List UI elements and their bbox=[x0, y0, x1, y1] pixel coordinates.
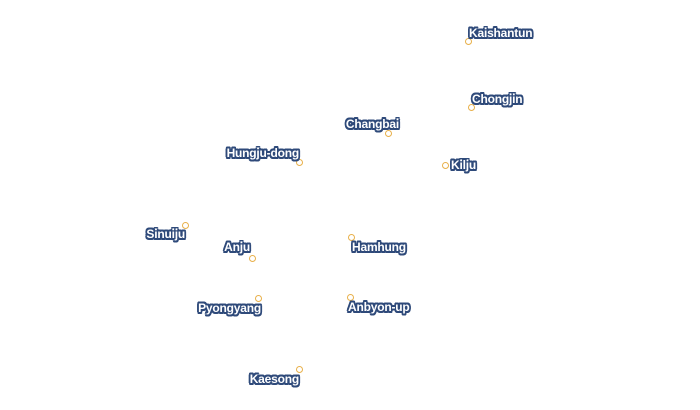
city-marker-icon[interactable] bbox=[346, 293, 354, 301]
city-marker-icon[interactable] bbox=[464, 37, 472, 45]
city-marker-icon[interactable] bbox=[295, 365, 303, 373]
city-marker-icon[interactable] bbox=[295, 158, 303, 166]
city-label: Kilju bbox=[451, 158, 476, 172]
city-marker-icon[interactable] bbox=[467, 103, 475, 111]
city-label: Hamhung bbox=[352, 240, 406, 254]
city-marker-icon[interactable] bbox=[441, 161, 449, 169]
city-label: Anju bbox=[224, 240, 250, 254]
city-label: Kaishantun bbox=[469, 26, 533, 40]
city-label: Kaesong bbox=[249, 372, 299, 386]
city-marker-icon[interactable] bbox=[384, 129, 392, 137]
city-label: Changbai bbox=[345, 117, 399, 131]
city-label: Sinuiju bbox=[146, 227, 185, 241]
city-label: Anbyon-up bbox=[348, 300, 410, 314]
city-label: Pyongyang bbox=[198, 301, 261, 315]
city-label: Chongjin bbox=[472, 92, 523, 106]
city-label: Hungju-dong bbox=[226, 146, 300, 160]
city-marker-icon[interactable] bbox=[347, 233, 355, 241]
city-marker-icon[interactable] bbox=[181, 221, 189, 229]
city-marker-icon[interactable] bbox=[248, 254, 256, 262]
city-marker-icon[interactable] bbox=[254, 294, 262, 302]
